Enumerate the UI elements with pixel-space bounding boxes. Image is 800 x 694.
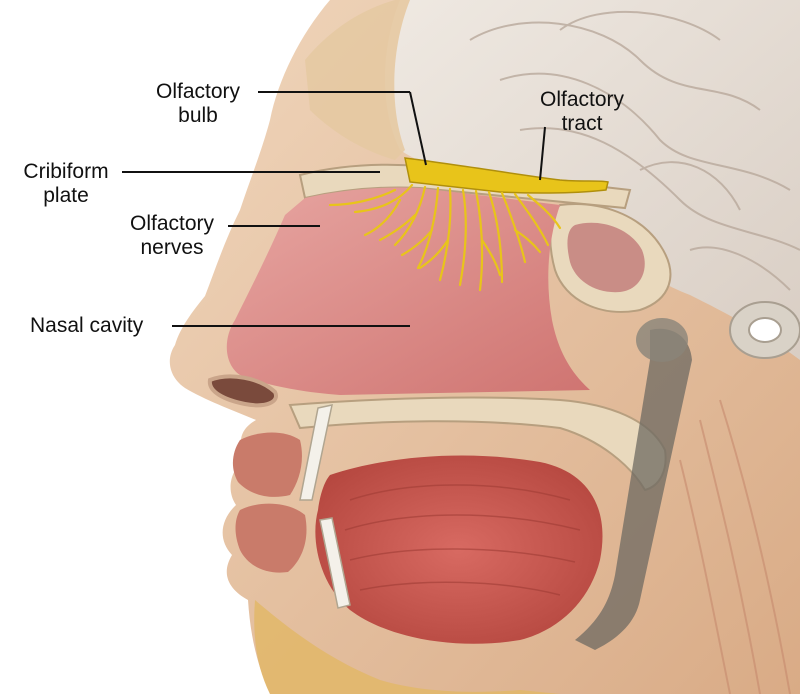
upper-lip [232, 432, 302, 497]
pharynx [575, 328, 692, 650]
label-olfactory-bulb-line1: Olfactory [155, 80, 241, 103]
label-cribiform-plate-line1: Cribiform [23, 160, 109, 183]
lower-lip [235, 503, 307, 573]
olfactory-nerves [328, 183, 562, 292]
label-nasal-cavity: Nasal cavity [30, 314, 143, 338]
label-cribiform-plate-line2: plate [43, 184, 89, 207]
label-olfactory-nerves-line2: nerves [140, 236, 204, 259]
label-olfactory-nerves-line1: Olfactory [129, 212, 215, 235]
label-cribiform-plate: Cribiform plate [10, 160, 122, 208]
label-olfactory-bulb: Olfactory bulb [140, 80, 256, 128]
nostril [207, 374, 278, 408]
label-olfactory-tract-line1: Olfactory [539, 88, 625, 111]
lower-incisor [319, 517, 351, 609]
brain [385, 0, 800, 360]
olfactory-tract [404, 157, 609, 194]
label-olfactory-nerves: Olfactory nerves [116, 212, 228, 260]
label-olfactory-tract: Olfactory tract [520, 88, 644, 136]
label-olfactory-tract-line2: tract [561, 112, 603, 135]
upper-incisor [299, 404, 333, 501]
jaw [254, 600, 560, 694]
label-olfactory-bulb-line2: bulb [178, 104, 218, 127]
frontal-bone [305, 0, 410, 160]
leader-lines [122, 91, 546, 327]
label-nasal-cavity-text: Nasal cavity [30, 314, 144, 337]
